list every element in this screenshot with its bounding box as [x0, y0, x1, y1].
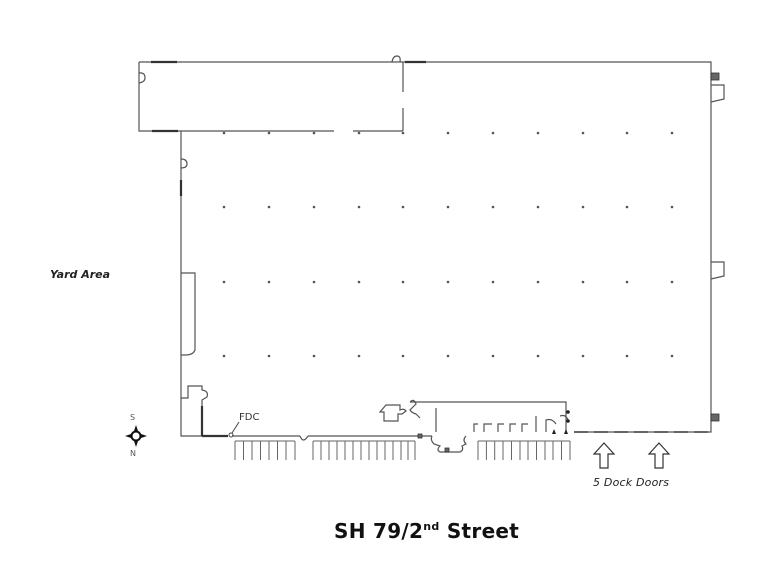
dock-doors-label: 5 Dock Doors	[593, 476, 670, 489]
column-grid	[222, 131, 674, 358]
dock-arrow-icon	[647, 442, 671, 469]
door-swing	[391, 55, 401, 63]
parking-stalls	[234, 440, 571, 460]
street-prefix: SH 79/2	[334, 519, 424, 543]
wall-alcove	[181, 272, 196, 356]
office-wing-wall	[139, 61, 712, 433]
utility-box	[417, 433, 423, 439]
vestibule	[430, 435, 468, 453]
office-wing-left-wall	[138, 62, 181, 132]
dock-door-east-1	[710, 84, 725, 103]
door-swing	[299, 435, 309, 441]
fdc-label: FDC	[239, 412, 260, 423]
utility-box	[444, 447, 450, 453]
compass-south-label: S	[130, 413, 136, 422]
west-wall	[180, 131, 202, 437]
compass-north-label: N	[130, 449, 136, 458]
yard-area-label: Yard Area	[50, 268, 111, 281]
compass-icon	[125, 425, 147, 447]
street-suffix: Street	[439, 519, 520, 543]
leveler-box	[710, 72, 720, 81]
sw-office	[181, 385, 209, 436]
door-swing	[180, 158, 188, 169]
restroom-stalls	[473, 414, 569, 432]
leveler-box	[710, 413, 720, 422]
dock-arrow-icon	[592, 442, 616, 469]
center-office	[378, 404, 407, 422]
street-ordinal: nd	[423, 520, 440, 533]
fdc-marker	[228, 432, 234, 438]
door-swing	[138, 72, 146, 84]
street-label: SH 79/2nd Street	[334, 519, 519, 543]
center-office-corridor	[409, 399, 567, 432]
dock-door-east-2	[710, 261, 725, 280]
